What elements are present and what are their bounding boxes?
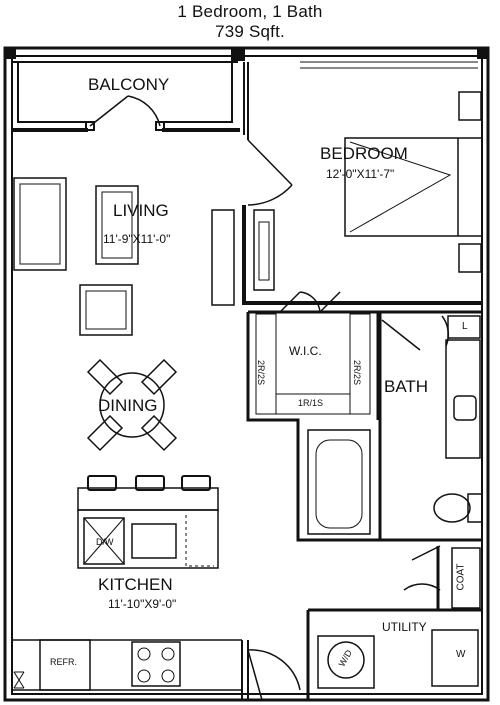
living-dimensions: 11'-9"X11'-0" [103,232,171,246]
dishwasher [83,517,125,565]
coffee-table [95,185,139,265]
bar-stool [181,475,211,491]
wic-door [279,291,341,313]
dryer [317,635,375,689]
bar-stool [135,475,165,491]
linen-closet-label: L [462,321,468,332]
utility-label: UTILITY [382,620,427,634]
dining-chair [140,414,178,452]
coat-door [403,545,441,591]
bar-stool [87,475,117,491]
tv-cabinet [211,209,235,306]
wic-shelf-left [255,313,277,415]
island-counter [77,487,219,511]
dresser [253,209,275,291]
balcony-door [89,95,161,127]
washer-label: W [456,649,466,660]
bath-label: BATH [384,377,429,396]
kitchen-sink [131,523,177,559]
toilet [433,493,471,523]
refrigerator-label: REFR. [50,657,77,667]
wic-shelf-right [349,313,371,415]
bedroom-left-wall [243,62,249,140]
bedroom-label: BEDROOM [320,144,408,163]
linen-closet [447,315,481,339]
dining-label: DINING [98,396,158,415]
dining-chair [86,358,124,396]
balcony-door-jamb [155,121,165,131]
armchair [79,284,133,336]
unit-type: 1 Bedroom, 1 Bath [177,2,323,21]
wic-shelf-bottom [275,393,351,415]
bath-wall [296,310,482,542]
balcony-rail [12,61,238,123]
coat-label: COAT [455,563,467,591]
bedroom-window [300,61,478,69]
washer [431,629,479,687]
island-base [77,509,219,569]
wic-shelf-left-label: 2R/2S [256,359,267,386]
dining-table [99,372,165,438]
nightstand [458,243,482,273]
utility-wall [306,608,482,700]
bath-door [381,315,450,351]
bathtub [307,429,371,535]
bed [344,137,483,237]
kitchen-label: KITCHEN [98,575,173,594]
entry-door [247,649,301,701]
kitchen-dimensions: 11'-10"X9'-0" [108,597,177,611]
unit-area: 739 Sqft. [215,22,285,41]
exterior-wall-inner [11,55,483,695]
bedroom-dimensions: 12'-0"X11'-7" [326,167,395,181]
coat-closet [451,547,481,609]
nightstand [458,91,482,121]
corner-post [477,47,489,59]
wic-shelf-bottom-label: 1R/1S [298,398,324,408]
balcony-door-jamb [85,121,95,131]
corner-post [4,47,16,59]
dishwasher-label: D/W [96,537,114,547]
corner-post [231,47,245,61]
bath-sink [453,395,477,421]
dining-chair [86,414,124,452]
wic-label: W.I.C. [289,344,322,358]
living-label: LIVING [113,201,169,220]
vanity [445,339,481,459]
exterior-wall [3,46,490,702]
bedroom-door [247,139,293,206]
kitchen-counter [12,639,242,691]
wic-wall [246,310,380,428]
dining-chair [140,358,178,396]
refrigerator [39,639,91,691]
sofa [13,177,67,271]
range [131,641,181,687]
balcony-label: BALCONY [88,75,170,94]
wic-shelf-right-label: 2R/2S [352,359,363,386]
